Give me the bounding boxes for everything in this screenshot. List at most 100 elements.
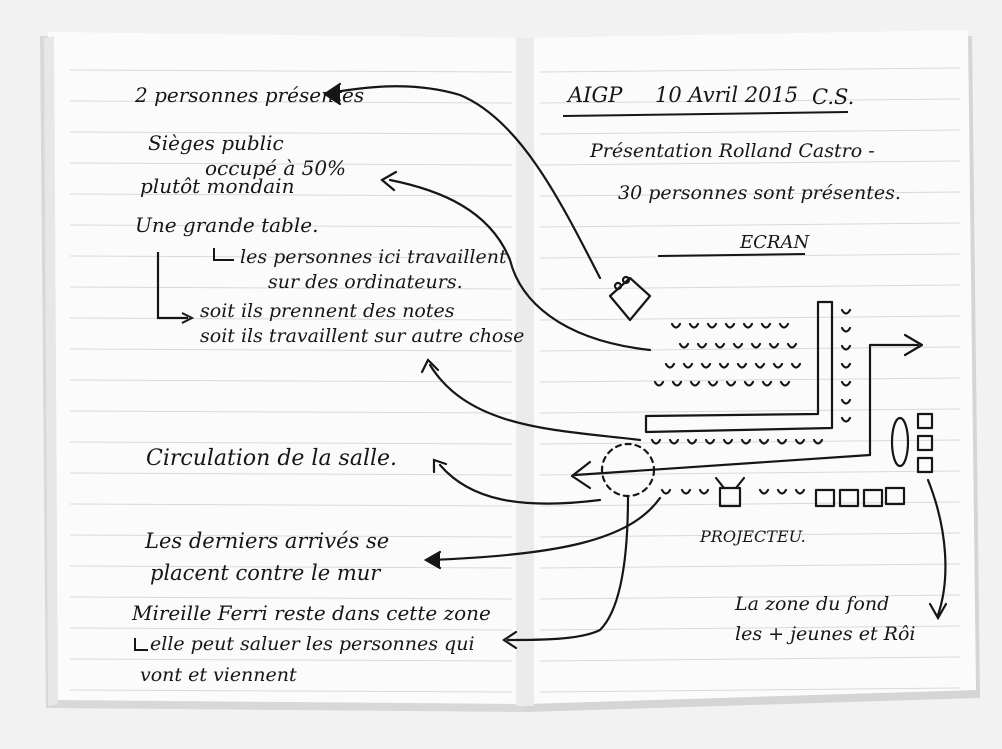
audience-seats [650,308,852,495]
note-seats-3: plutôt mondain [140,174,294,198]
ruled-line [69,410,513,414]
arrow-seats [388,178,652,352]
circulation-path [573,453,872,477]
arrow-circulation [438,463,602,505]
seat [689,380,701,387]
ruled-line [539,687,961,693]
seat [732,342,744,349]
seat [671,380,683,387]
ruled-line [69,441,513,445]
note-seats-2: occupé à 50% [205,156,346,180]
large-table [644,300,834,434]
seat [707,380,719,387]
presenter-1 [613,281,623,291]
ruled-line [69,317,513,321]
seat [725,380,737,387]
seat [840,416,852,423]
ruled-line [69,596,513,600]
ruled-line [539,129,961,135]
arrow-back-zone [926,478,947,617]
ruled-line [539,625,961,631]
seat [790,362,802,369]
ruled-line [539,408,961,414]
seat [706,322,718,329]
seat [786,342,798,349]
seat [840,326,852,333]
seat [736,362,748,369]
ruled-line [539,532,961,538]
ruled-line [69,255,513,259]
note-table-2: les personnes ici travaillent [240,246,507,268]
note-table-1: Une grande table. [135,213,318,237]
ruled-line [69,472,513,476]
seat [754,362,766,369]
arrow-late-head [423,550,442,570]
seat [718,362,730,369]
note-mireille-3: vont et viennent [140,664,297,686]
seat [696,342,708,349]
ruled-line [539,67,961,73]
room-sketch [570,275,934,508]
ruled-line [539,98,961,104]
left-page-notes: 2 personnes présentes Sièges public occu… [131,83,524,686]
back-zone-2: les + jeunes et Rôi [735,623,915,645]
seat [700,362,712,369]
note-mireille-1: Mireille Ferri reste dans cette zone [131,601,491,625]
seat [714,342,726,349]
back-seat-1 [814,488,836,508]
note-table-4: soit ils prennent des notes [200,300,455,322]
right-page-ruling [539,67,961,693]
note-circulation: Circulation de la salle. [146,446,397,471]
connector-arrows [323,82,948,650]
seat [704,438,716,445]
ruled-line [69,658,513,662]
seat [760,322,772,329]
ruled-line [69,162,513,166]
arrow-mireille [506,494,630,642]
screen-line [657,253,806,257]
note-seats-1: Sièges public [148,131,284,155]
seat [840,398,852,405]
seat [688,322,700,329]
arrow-table [428,363,642,442]
seat [722,438,734,445]
seat [794,488,806,495]
ruled-line [539,191,961,197]
sub-arrow-1 [213,248,234,261]
square-1 [916,412,934,430]
header-underline [562,111,849,117]
projector-label: PROJECTEU. [699,527,806,546]
ruled-line [69,286,513,290]
ruled-line [69,193,513,197]
seat [758,438,770,445]
header-initials: C.S. [812,85,854,109]
back-seat-4 [884,486,906,506]
note-late-2: placent contre le mur [150,561,382,585]
ruled-line [69,503,513,507]
ruled-line [69,689,513,693]
arrow-back-zone-head [928,602,948,621]
arrow-seats-head [380,170,398,192]
screen-label: ECRAN [739,232,810,253]
ruled-line [69,379,513,383]
ruled-line [69,131,513,135]
seat [680,488,692,495]
seat [840,308,852,315]
square-2 [916,434,934,452]
right-page-notes: AIGP 10 Avril 2015 C.S. Présentation Rol… [562,83,915,645]
seat [740,438,752,445]
seat [664,362,676,369]
seat [743,380,755,387]
square-3 [916,456,934,474]
spine [516,38,534,706]
arrow-mireille-head [502,630,518,650]
sub-arrow-head [181,312,195,324]
seat [698,488,710,495]
seat [650,438,662,445]
seat [812,438,824,445]
seat [750,342,762,349]
seat [742,322,754,329]
presenter-2 [621,275,631,285]
seat [660,488,672,495]
